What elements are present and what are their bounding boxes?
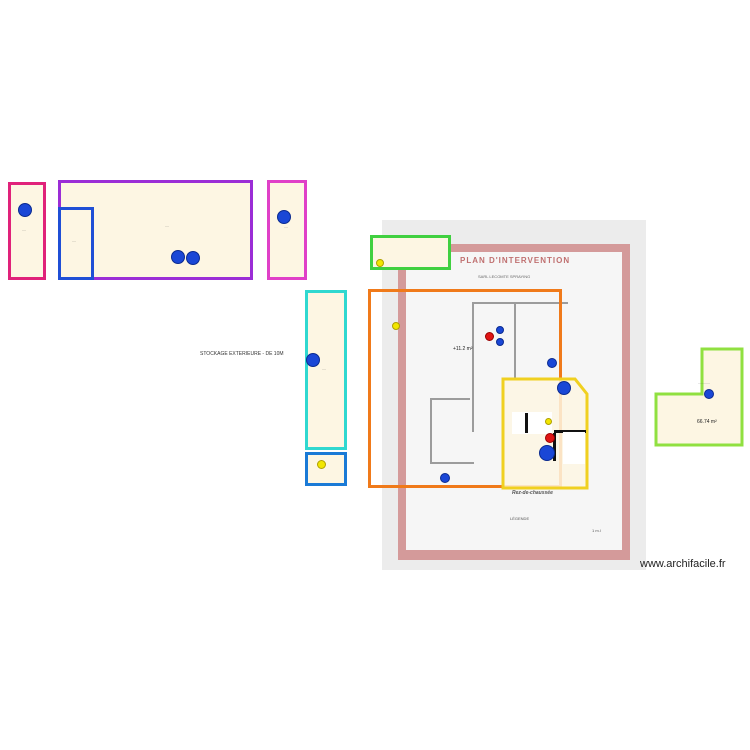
alarm-marker[interactable]: [485, 332, 494, 341]
room-tiny-label: ——: [322, 369, 326, 371]
plan-company: SARL LECOMTE SPRAYING: [478, 274, 531, 279]
extinguisher-marker[interactable]: [547, 358, 557, 368]
room-tiny-label: ——: [22, 230, 26, 232]
plan-title: PLAN D'INTERVENTION: [460, 256, 571, 265]
room-cyan[interactable]: [305, 290, 347, 450]
room-lime-area: 66.74 m²: [697, 419, 717, 425]
room-orange-area: +11.2 m²: [453, 346, 473, 352]
exit-marker[interactable]: [317, 460, 326, 469]
extinguisher-marker[interactable]: [277, 210, 291, 224]
plan-floor-label: Rez-de-chaussée: [512, 490, 553, 496]
room-tiny-label: ——: [165, 226, 169, 228]
room-magenta[interactable]: [267, 180, 307, 280]
room-pink[interactable]: [8, 182, 46, 280]
exit-marker[interactable]: [545, 418, 552, 425]
extinguisher-marker[interactable]: [171, 250, 185, 264]
extinguisher-marker[interactable]: [557, 381, 571, 395]
extinguisher-marker[interactable]: [306, 353, 320, 367]
extinguisher-marker[interactable]: [496, 338, 504, 346]
extinguisher-marker[interactable]: [440, 473, 450, 483]
extinguisher-marker[interactable]: [186, 251, 200, 265]
watermark: www.archifacile.fr: [640, 558, 726, 570]
room-tiny-label: ——: [284, 227, 288, 229]
extinguisher-marker[interactable]: [18, 203, 32, 217]
extinguisher-marker[interactable]: [539, 445, 555, 461]
room-blue[interactable]: [58, 207, 94, 280]
extinguisher-marker[interactable]: [704, 389, 714, 399]
exit-marker[interactable]: [392, 322, 400, 330]
plan-legend-title: LÉGENDE: [510, 516, 530, 521]
plan-scale: 1 m.l: [592, 528, 601, 533]
room-tiny-label: ——: [72, 241, 76, 243]
alarm-marker[interactable]: [545, 433, 555, 443]
extinguisher-marker[interactable]: [496, 326, 504, 334]
room-lime-note: ——————: [698, 383, 710, 385]
exit-marker[interactable]: [376, 259, 384, 267]
room-small-blue[interactable]: [305, 452, 347, 486]
exterior-storage-label: STOCKAGE EXTERIEURE - DE 10M: [200, 351, 284, 357]
